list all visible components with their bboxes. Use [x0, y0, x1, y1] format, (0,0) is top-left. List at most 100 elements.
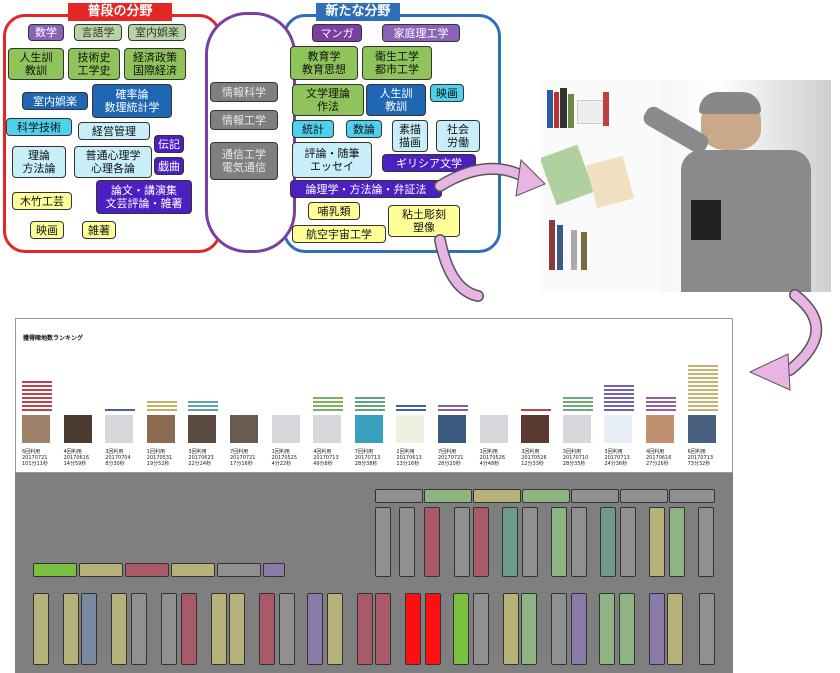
score-bar: [604, 385, 635, 387]
shelf-slot: [551, 507, 567, 577]
score-bar: [146, 405, 177, 407]
user-avatar[interactable]: [146, 415, 175, 443]
shelf-slot: [81, 593, 97, 665]
user-avatar[interactable]: [354, 415, 383, 443]
category-tag: 哺乳類: [308, 202, 360, 220]
score-bar: [521, 409, 552, 411]
score-bar: [646, 401, 676, 403]
shelf-slot: [263, 563, 285, 577]
user-avatar[interactable]: [22, 415, 50, 443]
user-stat-line1: 7回利用: [230, 449, 249, 455]
category-tag: 論理学・方法論・弁証法: [290, 180, 442, 198]
user-stat-line2: 20170721: [438, 455, 464, 461]
score-bar: [646, 397, 676, 399]
shelf-slot: [600, 507, 616, 577]
shelf-slot: [161, 593, 177, 665]
category-tag: 経済政策 国際経済: [124, 48, 186, 80]
user-stat-line2: 20170721: [22, 455, 48, 461]
shelf-slot: [521, 593, 537, 665]
shelf-slot: [620, 489, 668, 503]
score-bar: [22, 409, 52, 411]
score-bar: [22, 393, 52, 395]
user-stat-line1: 1回利用: [146, 449, 165, 455]
user-stat-line1: 7回利用: [354, 449, 373, 455]
score-bar: [22, 381, 52, 383]
user-avatar[interactable]: [313, 415, 342, 443]
category-tag: 科学技術: [6, 118, 72, 136]
user-stat-line1: 1回利用: [479, 449, 498, 455]
user-stat-line2: 20170531: [146, 455, 173, 461]
new-field-title: 新たな分野: [316, 3, 400, 21]
score-bar: [22, 401, 52, 403]
shelf-slot: [620, 507, 636, 577]
user-stat-line3: 24分36秒: [604, 461, 628, 467]
category-tag: 室内娯楽: [128, 24, 186, 41]
user-avatar[interactable]: [271, 415, 300, 443]
user-avatar[interactable]: [188, 415, 217, 443]
category-tag: ギリシア文学: [382, 154, 476, 172]
shelf-slot: [425, 593, 441, 665]
shelf-slot: [454, 507, 470, 577]
score-bar: [354, 401, 385, 403]
score-bar: [687, 385, 718, 387]
user-avatar[interactable]: [521, 415, 550, 443]
user-stat-line3: 28分38秒: [354, 461, 378, 467]
user-stat-line2: 20170713: [687, 455, 714, 461]
user-stat-line1: 3回利用: [604, 449, 623, 455]
user-stat-line2: 20170713: [354, 455, 381, 461]
category-tag: 伝記: [154, 135, 184, 153]
score-bar: [687, 389, 718, 391]
user-avatar[interactable]: [687, 415, 716, 443]
shelf-slot: [551, 593, 567, 665]
user-avatar[interactable]: [230, 415, 258, 443]
shelf-slot: [131, 593, 147, 665]
user-avatar[interactable]: [63, 415, 92, 443]
shelf-slot: [279, 593, 295, 665]
score-bar: [396, 409, 427, 411]
category-tag: 室内娯楽: [22, 92, 88, 110]
score-bar: [22, 397, 52, 399]
shelf-slot: [125, 563, 169, 577]
user-stat-line3: 4分48秒: [479, 461, 500, 467]
user-stat-line1: 3回利用: [562, 449, 581, 455]
user-stat-line3: 27分26秒: [646, 461, 669, 467]
user-avatar[interactable]: [396, 415, 425, 443]
shelf-slot: [111, 593, 127, 665]
category-tag: 社会 労働: [436, 120, 480, 152]
user-stat-line2: 20170526: [521, 455, 547, 461]
user-avatar[interactable]: [646, 415, 674, 443]
shelf-slot: [522, 489, 570, 503]
shelf-slot: [424, 489, 472, 503]
shelf-slot: [502, 507, 518, 577]
category-tag: 粘土彫刻 塑像: [388, 205, 460, 237]
shelf-slot: [503, 593, 519, 665]
score-bar: [604, 409, 635, 411]
shelf-slot: [375, 507, 391, 577]
category-tag: 戯曲: [154, 157, 184, 175]
user-stat-line1: 1回利用: [271, 449, 290, 455]
shelf-slot: [181, 593, 197, 665]
user-avatar[interactable]: [562, 415, 591, 443]
category-tag: 人生訓 教訓: [366, 84, 426, 116]
shelf-slot: [619, 593, 635, 665]
user-avatar[interactable]: [479, 415, 508, 443]
shelf-slot: [667, 593, 683, 665]
user-stat-line3: 17分16秒: [230, 461, 253, 467]
user-avatar[interactable]: [438, 415, 466, 443]
user-avatar[interactable]: [604, 415, 633, 443]
category-tag: 普通心理学 心理各論: [74, 146, 152, 178]
score-bar: [562, 401, 593, 403]
category-tag: 確率論 数理統計学: [92, 84, 172, 118]
score-bar: [354, 409, 385, 411]
user-avatar[interactable]: [105, 415, 134, 443]
shelf-slot: [571, 489, 619, 503]
library-photo: [541, 80, 831, 292]
score-bar: [396, 405, 427, 407]
shelf-slot: [171, 563, 215, 577]
category-tag: 論文・講演集 文芸評論・雑著: [96, 180, 192, 214]
